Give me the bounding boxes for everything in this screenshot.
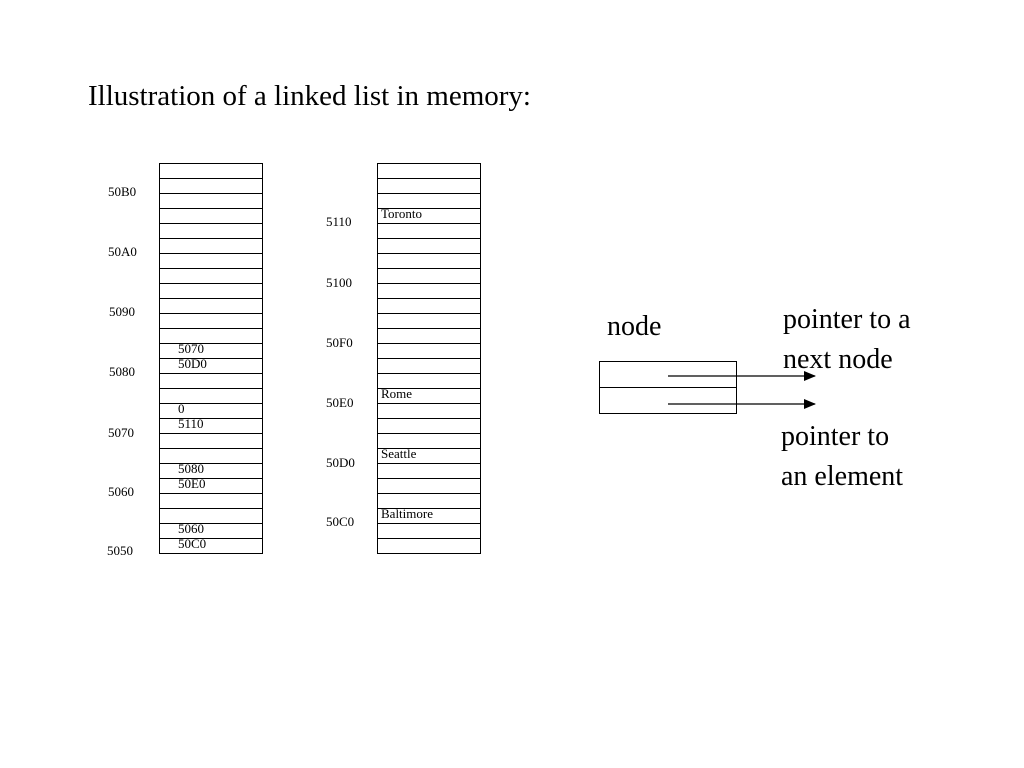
memory-cell	[160, 299, 262, 314]
memory-cell	[378, 269, 480, 284]
memory-cell: 50D0	[160, 356, 262, 374]
address-label: 5050	[107, 543, 133, 558]
memory-cell	[160, 284, 262, 299]
memory-cell	[160, 509, 262, 524]
memory-cell	[160, 179, 262, 194]
memory-cell	[378, 374, 480, 389]
memory-cell: 0	[160, 401, 262, 419]
memory-cell: Baltimore	[378, 506, 480, 524]
memory-cell	[160, 329, 262, 344]
memory-cell-value: 50D0	[178, 356, 207, 371]
memory-cell	[378, 419, 480, 434]
memory-cell	[160, 389, 262, 404]
node-box	[599, 361, 737, 414]
memory-cell-value: Baltimore	[381, 506, 433, 521]
memory-cell	[378, 224, 480, 239]
address-label: 5110	[326, 214, 352, 229]
memory-cell-value: Toronto	[381, 206, 422, 221]
memory-cell-value: 5110	[178, 416, 204, 431]
memory-cell	[160, 194, 262, 209]
next-pointer-line-1: pointer to a	[783, 304, 911, 335]
memory-cell	[160, 164, 262, 179]
memory-cell: Seattle	[378, 446, 480, 464]
memory-cell: 50E0	[160, 476, 262, 494]
memory-cell	[378, 239, 480, 254]
page-title: Illustration of a linked list in memory:	[88, 80, 531, 112]
memory-cell	[160, 314, 262, 329]
memory-cell	[160, 239, 262, 254]
next-pointer-annotation: pointer to a next node	[783, 300, 911, 380]
memory-cell	[378, 254, 480, 269]
memory-cell	[378, 179, 480, 194]
address-label: 5100	[326, 275, 352, 290]
memory-cell	[160, 224, 262, 239]
memory-cell	[378, 539, 480, 554]
element-pointer-annotation: pointer to an element	[781, 417, 903, 497]
memory-cell-value: 50C0	[178, 536, 207, 551]
memory-cell	[378, 524, 480, 539]
memory-cell	[378, 434, 480, 449]
memory-cell-value: 5070	[178, 341, 204, 356]
address-label: 50B0	[108, 184, 137, 199]
address-label: 50D0	[326, 455, 355, 470]
memory-cell	[378, 359, 480, 374]
memory-cell	[160, 434, 262, 449]
address-label: 50A0	[108, 244, 137, 259]
memory-cell	[378, 329, 480, 344]
memory-cell	[378, 284, 480, 299]
memory-cell-value: Rome	[381, 386, 413, 401]
memory-cell	[378, 494, 480, 509]
memory-cell	[378, 464, 480, 479]
memory-cell-value: 5060	[178, 521, 204, 536]
memory-cell: 5070	[160, 341, 262, 359]
memory-cell: 5110	[160, 416, 262, 434]
memory-cell	[160, 449, 262, 464]
memory-cell	[160, 254, 262, 269]
memory-cell	[378, 299, 480, 314]
address-label: 5090	[109, 304, 135, 319]
memory-cell	[378, 404, 480, 419]
address-label: 50E0	[326, 395, 354, 410]
node-divider	[600, 387, 736, 388]
element-pointer-line-2: an element	[781, 461, 904, 492]
memory-cell	[378, 344, 480, 359]
memory-cell	[378, 194, 480, 209]
memory-cell-value: 5080	[178, 461, 204, 476]
memory-cell	[160, 209, 262, 224]
memory-cell: Toronto	[378, 206, 480, 224]
memory-cell: 5080	[160, 461, 262, 479]
memory-cell	[160, 269, 262, 284]
memory-cell	[378, 164, 480, 179]
memory-cell-value: 0	[178, 401, 185, 416]
next-pointer-line-2: next node	[783, 344, 893, 375]
address-label: 5070	[108, 425, 134, 440]
memory-cell: 5060	[160, 521, 262, 539]
memory-cell-value: 50E0	[178, 476, 206, 491]
element-pointer-line-1: pointer to	[781, 421, 890, 452]
address-label: 50F0	[326, 335, 353, 350]
memory-cell	[378, 314, 480, 329]
memory-cell	[378, 479, 480, 494]
address-label: 5060	[108, 484, 134, 499]
memory-cell: Rome	[378, 386, 480, 404]
address-label: 5080	[109, 364, 135, 379]
memory-cell	[160, 494, 262, 509]
memory-cell: 50C0	[160, 536, 262, 554]
node-label: node	[607, 311, 662, 342]
address-label: 50C0	[326, 514, 355, 529]
memory-cell	[160, 374, 262, 389]
memory-cell-value: Seattle	[381, 446, 417, 461]
